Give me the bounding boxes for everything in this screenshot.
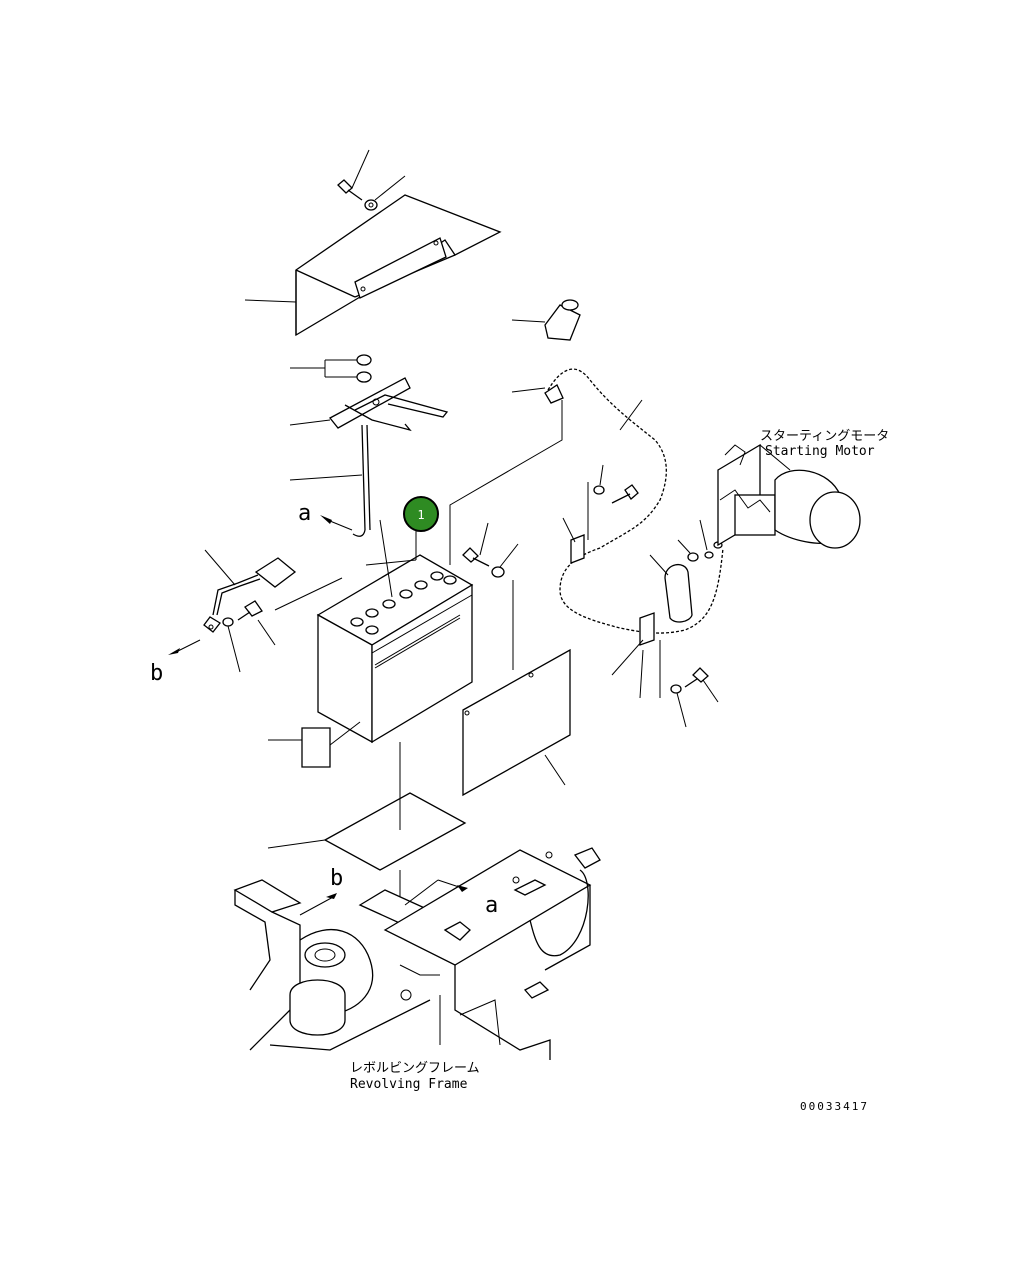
battery-tray-mat xyxy=(267,742,467,915)
revolving-frame-label-jp: レボルビングフレーム xyxy=(350,1061,480,1076)
callout-1[interactable]: 1 xyxy=(403,496,439,532)
cable-clamp-2 xyxy=(611,612,661,699)
battery-plate-bolt xyxy=(462,522,519,578)
svg-text:1: 1 xyxy=(417,508,424,522)
clamp-bolt-lower xyxy=(670,667,719,728)
ground-cable xyxy=(203,549,343,633)
view-marker-b-left: b xyxy=(150,639,201,686)
view-marker-a-left: a xyxy=(298,501,353,531)
svg-text:b: b xyxy=(330,866,343,891)
revolving-frame: レボルビングフレーム Revolving Frame xyxy=(233,847,601,1092)
svg-text:a: a xyxy=(298,501,311,526)
starting-motor-label-jp: スターティングモータ xyxy=(760,429,889,444)
svg-text:a: a xyxy=(485,893,498,918)
cable-clamp-1 xyxy=(562,482,589,564)
hold-down-nuts xyxy=(290,354,372,383)
battery-side-plate xyxy=(462,580,571,797)
drawing-number: 00033417 xyxy=(800,1100,869,1113)
ground-bolt xyxy=(222,600,276,673)
starting-motor: スターティングモータ Starting Motor xyxy=(717,429,889,549)
cover-bolt xyxy=(337,149,370,201)
svg-text:b: b xyxy=(150,661,163,686)
revolving-frame-label-en: Revolving Frame xyxy=(350,1077,468,1092)
clamp-bolt-upper xyxy=(593,464,639,504)
cover-washer xyxy=(364,175,406,211)
positive-cable xyxy=(449,299,724,634)
battery-pad-left xyxy=(268,721,361,768)
view-marker-b-frame: b xyxy=(299,866,343,916)
battery xyxy=(316,519,474,744)
terminal-boot xyxy=(649,519,723,623)
j-bolt xyxy=(289,424,371,537)
callout-leader-2 xyxy=(365,559,417,566)
starting-motor-label-en: Starting Motor xyxy=(765,444,875,459)
view-marker-a-frame: a xyxy=(404,879,498,918)
battery-cover xyxy=(244,194,502,337)
hold-down-bracket xyxy=(289,377,449,432)
